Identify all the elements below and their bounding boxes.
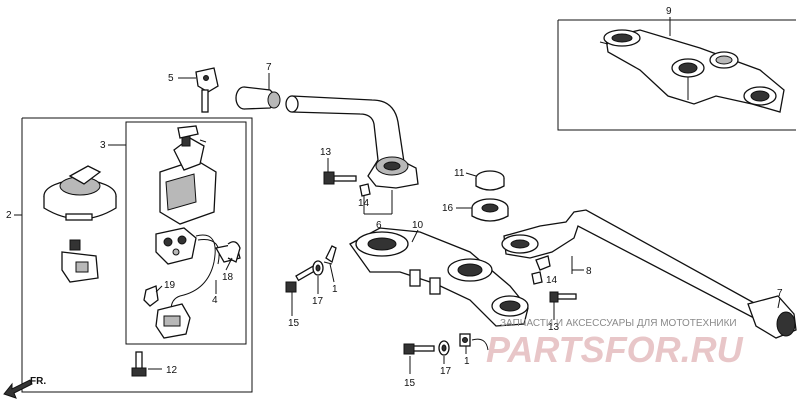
bracket-clip [61, 239, 99, 283]
key-cover-cap [43, 165, 117, 221]
stem-nut-16 [471, 198, 509, 222]
ignition-group-box [21, 117, 253, 393]
clip-18 [227, 241, 241, 263]
label-7: 7 [266, 62, 272, 73]
label-9: 9 [666, 6, 672, 17]
label-18: 18 [222, 272, 234, 283]
label-15a: 15 [288, 318, 300, 329]
label-17b: 17 [440, 366, 452, 377]
bolt-15-lower [403, 343, 435, 355]
label-1b: 1 [464, 356, 470, 367]
label-17a: 17 [312, 296, 324, 307]
label-5: 5 [168, 73, 174, 84]
washer-17-left [312, 260, 324, 276]
label-14b: 14 [546, 275, 558, 286]
bolt-12 [131, 351, 147, 377]
label-3: 3 [100, 140, 106, 151]
bolt-13-upper [323, 171, 357, 185]
key-5 [195, 67, 219, 113]
label-1a: 1 [332, 284, 338, 295]
top-bridge-inset [557, 19, 796, 131]
label-16: 16 [442, 203, 454, 214]
direction-label: FR. [30, 376, 46, 387]
stem-cap-11 [475, 170, 505, 191]
label-12: 12 [166, 365, 178, 376]
handlebar-right [501, 209, 757, 320]
label-6: 6 [376, 220, 382, 231]
label-7b: 7 [777, 288, 783, 299]
label-8: 8 [586, 266, 592, 277]
bolt-13-right [549, 291, 577, 303]
clip-19 [143, 285, 159, 307]
bar-end-weight-left [235, 86, 281, 110]
watermark-brand: PARTSFOR.RU [486, 329, 744, 370]
clip-1-left [323, 245, 337, 265]
label-15b: 15 [404, 378, 416, 389]
clip-1-lower [459, 333, 489, 351]
label-11: 11 [454, 168, 465, 179]
label-10: 10 [412, 220, 424, 231]
bottom-bridge [349, 227, 529, 327]
bar-end-weight-right [747, 295, 797, 339]
switch-connector [155, 227, 197, 265]
label-19: 19 [164, 280, 176, 291]
label-13a: 13 [320, 147, 332, 158]
front-direction-arrow [3, 379, 33, 399]
watermark-tagline: ЗАПЧАСТИ И АКСЕССУАРЫ ДЛЯ МОТОТЕХНИКИ [500, 318, 737, 329]
handlebar-left [285, 95, 419, 189]
ignition-switch [159, 125, 217, 225]
label-13b: 13 [548, 322, 560, 333]
label-2: 2 [6, 210, 12, 221]
nut-14-upper [359, 183, 371, 197]
nut-14-right [531, 271, 543, 285]
label-4: 4 [212, 295, 218, 306]
washer-17-lower [438, 340, 450, 356]
